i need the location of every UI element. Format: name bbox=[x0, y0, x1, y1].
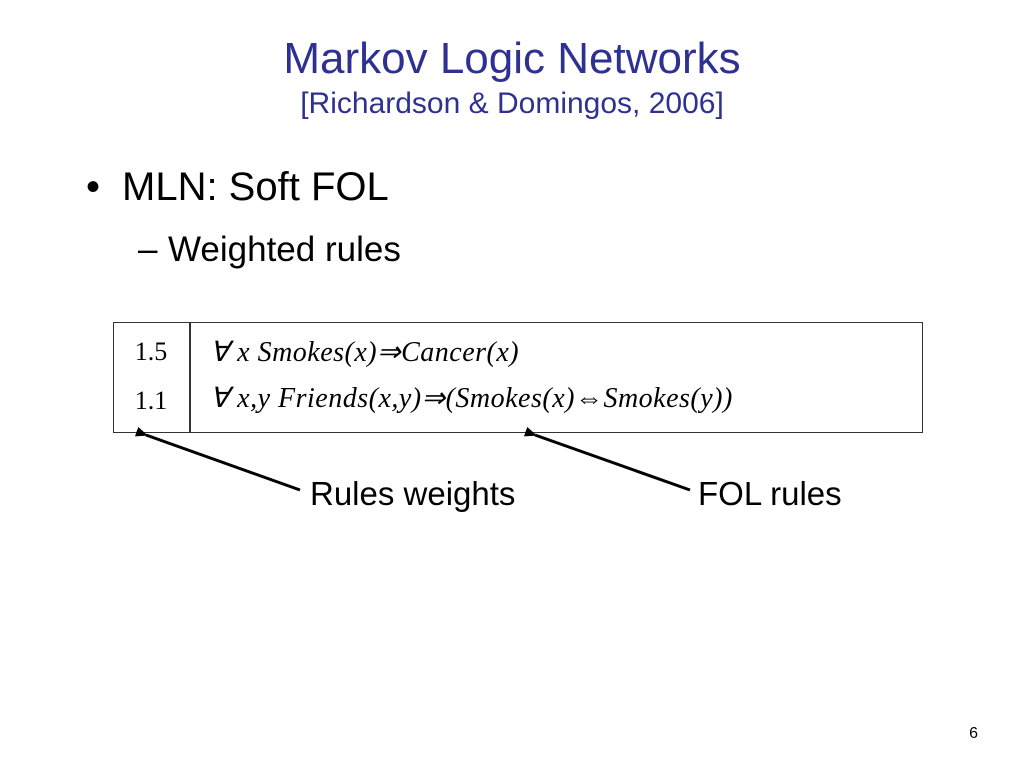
slide-title: Markov Logic Networks bbox=[283, 34, 741, 83]
rule-weight-2: 1.1 bbox=[134, 386, 168, 415]
rules-table bbox=[113, 322, 923, 433]
rule-formula-1: ∀ x Smokes(x)⇒Cancer(x) bbox=[210, 337, 520, 368]
bullet-level1-text: MLN: Soft FOL bbox=[122, 165, 389, 209]
weights-arrow bbox=[134, 426, 301, 492]
bullet-level2: –Weighted rules bbox=[138, 228, 401, 272]
rules-table-divider bbox=[189, 322, 191, 433]
bullet-marker-icon: • bbox=[86, 165, 101, 209]
rule-weight-1: 1.5 bbox=[134, 337, 168, 366]
fol-rules-label: FOL rules bbox=[698, 475, 842, 512]
page-number: 6 bbox=[969, 725, 978, 742]
slide-subtitle: [Richardson & Domingos, 2006] bbox=[300, 87, 724, 120]
rule-formula-2: ∀ x,y Friends(x,y)⇒(Smokes(x)⇔Smokes(y)) bbox=[210, 383, 733, 414]
rules-arrow bbox=[523, 426, 691, 492]
dash-marker-icon: – bbox=[138, 230, 158, 269]
bullet-level1: • MLN: Soft FOL bbox=[86, 162, 389, 212]
weights-label: Rules weights bbox=[310, 475, 516, 512]
bullet-level2-text: Weighted rules bbox=[168, 230, 401, 269]
